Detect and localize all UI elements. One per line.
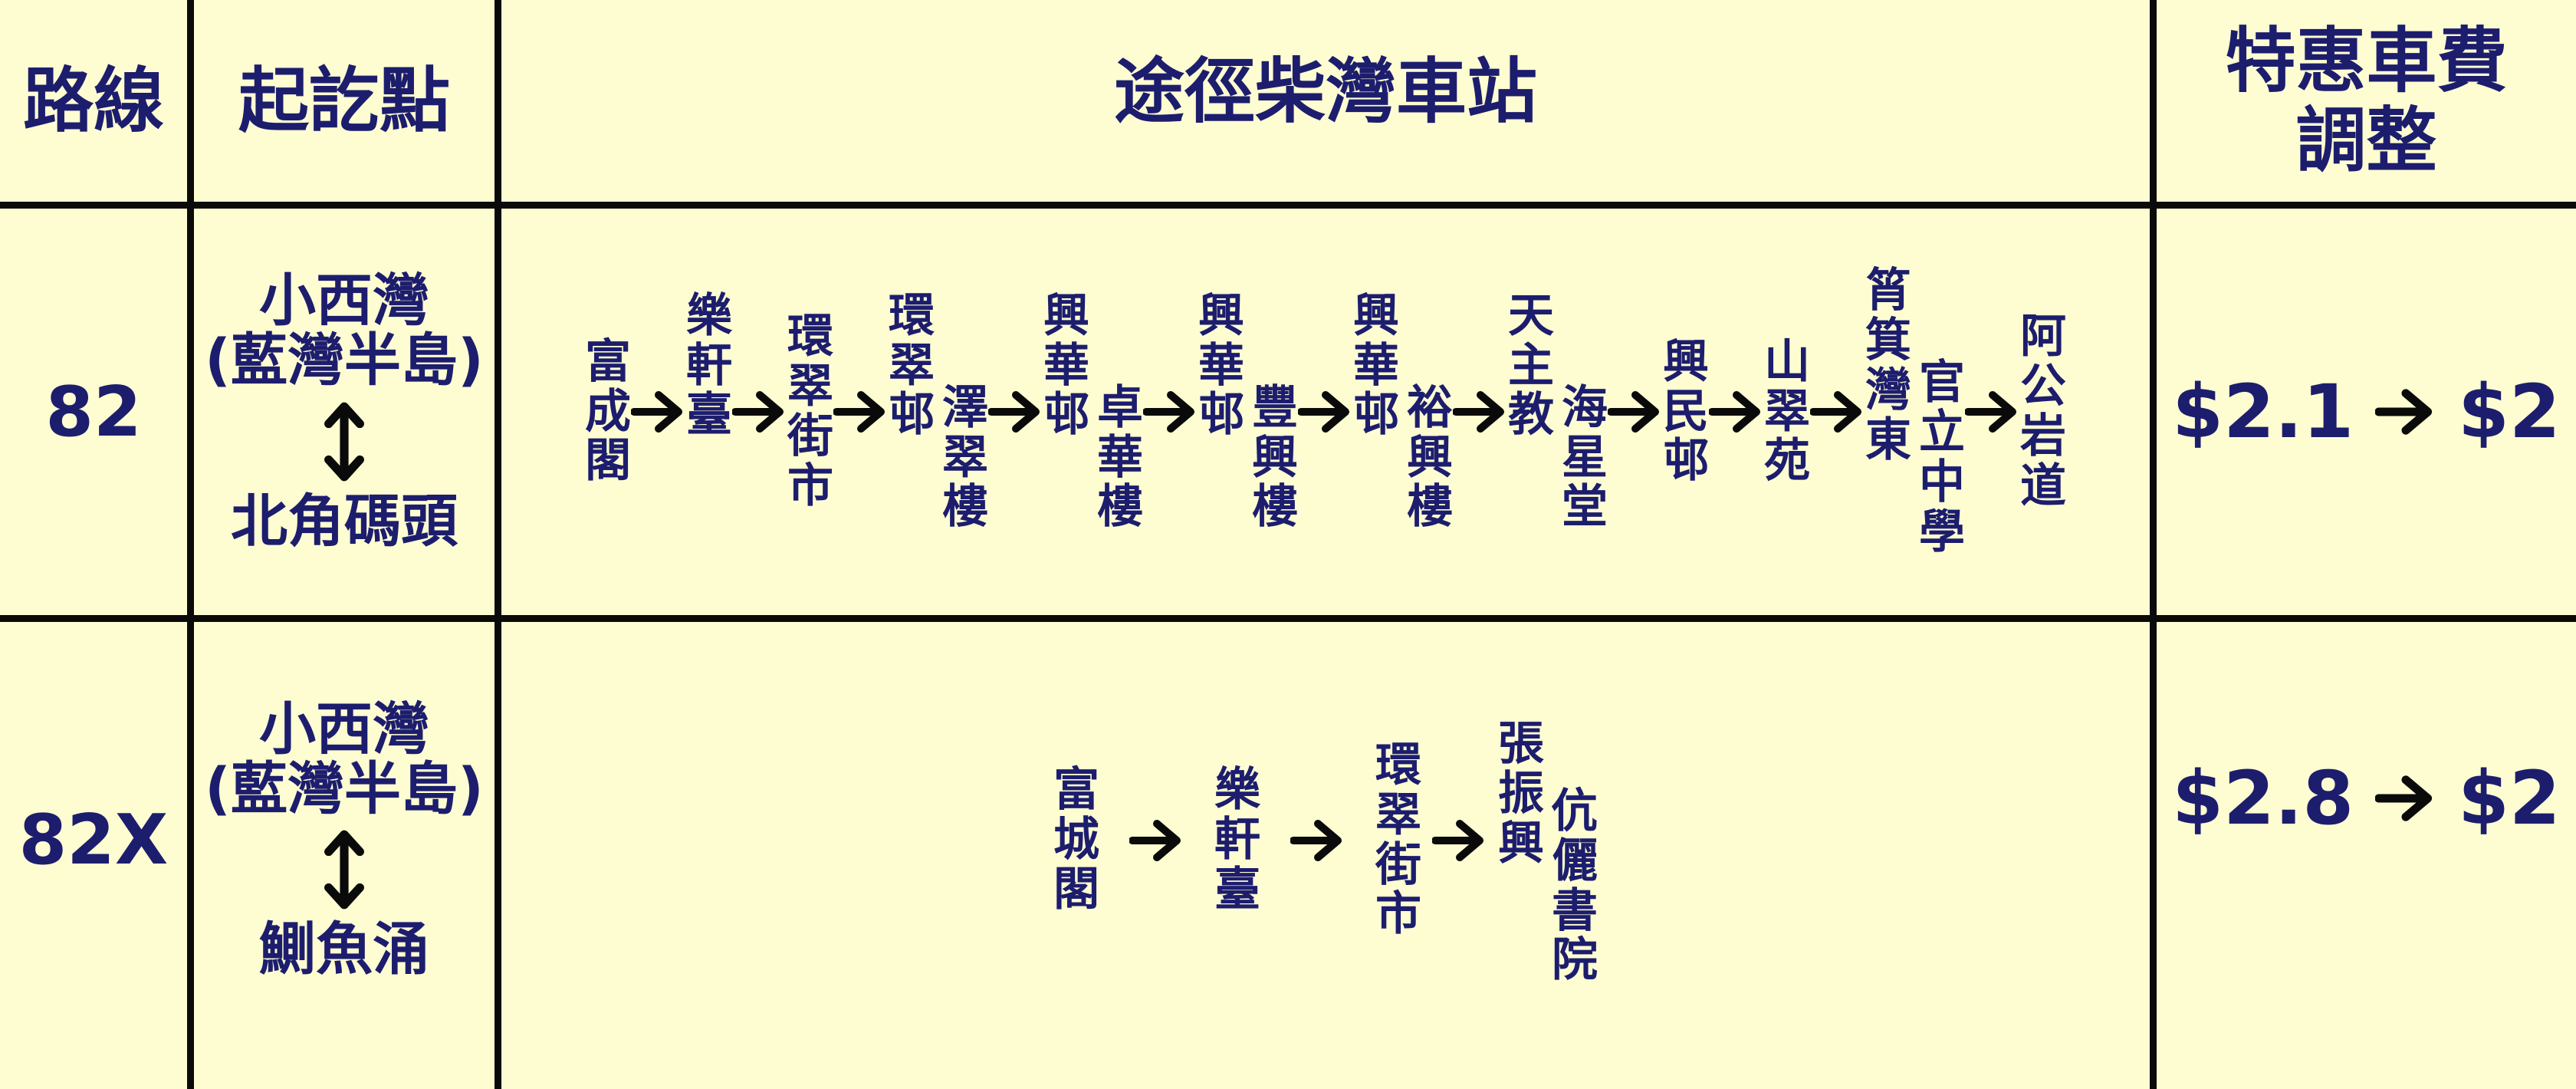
- row-divider: [0, 202, 2576, 209]
- arrow-right-icon: [1298, 389, 1353, 435]
- stop-name: 富成閣: [585, 334, 631, 489]
- arrow-right-icon: [732, 389, 787, 435]
- column-divider: [2150, 0, 2157, 1089]
- header-fare-line1: 特惠車費: [2225, 20, 2508, 103]
- origin-line1: 小西灣: [259, 268, 429, 334]
- stop-name: 富城閣: [1053, 763, 1099, 916]
- arrow-right-icon: [833, 389, 889, 435]
- arrow-right-icon: [1810, 389, 1865, 435]
- origin-line2: (藍灣半島): [205, 755, 484, 822]
- arrow-right-icon: [988, 389, 1043, 435]
- stop-name: 興民邨: [1663, 334, 1709, 489]
- stop: 山翠苑: [1764, 337, 1810, 486]
- fare-adjustment: $2.1 $2: [2157, 209, 2576, 615]
- fare-adjustment: $2.8 $2: [2157, 622, 2576, 1089]
- stop-name: 澤翠樓: [942, 380, 988, 535]
- stop-name: 樂軒臺: [686, 288, 732, 443]
- stop: 樂軒臺: [1214, 765, 1260, 914]
- header-stops: 途徑柴灣車站: [1113, 51, 1537, 133]
- stop: 富城閣: [1053, 765, 1099, 914]
- arrow-right-icon: [1143, 389, 1198, 435]
- stop-name: 張振興: [1498, 717, 1544, 870]
- stop-pair: 筲箕灣東官立中學: [1865, 266, 1965, 557]
- header-route: 路線: [22, 59, 164, 142]
- column-divider: [495, 0, 501, 1089]
- origin-line2: (藍灣半島): [205, 327, 484, 394]
- fare-from: $2.8: [2172, 755, 2354, 841]
- stop-name: 海星堂: [1562, 380, 1608, 535]
- arrow-right-icon: [2375, 387, 2436, 437]
- arrow-right-icon: [1453, 389, 1508, 435]
- stop-name: 山翠苑: [1764, 334, 1810, 489]
- origin-line1: 小西灣: [259, 696, 429, 762]
- fare-to: $2: [2458, 369, 2561, 455]
- stop-name: 興華邨: [1198, 288, 1244, 443]
- header-fare: 特惠車費 調整: [2157, 0, 2576, 202]
- stop-name: 環翠街市: [787, 310, 833, 513]
- arrow-right-icon: [2375, 773, 2436, 824]
- stops-route-82x: 富城閣 樂軒臺 環翠街市 張振興伉儷書院: [501, 622, 2150, 1089]
- stop-pair: 天主教海星堂: [1508, 291, 1608, 532]
- column-divider: [187, 0, 194, 1089]
- header-origin-destination: 起訖點: [238, 59, 450, 142]
- stop: 富成閣: [585, 337, 631, 486]
- origin-destination: 小西灣 (藍灣半島) 鰂魚涌: [194, 622, 495, 1089]
- destination: 鰂魚涌: [259, 916, 429, 983]
- stop-pair: 環翠邨澤翠樓: [889, 291, 988, 532]
- arrow-right-icon: [1260, 818, 1375, 864]
- stop-name: 興華邨: [1353, 288, 1399, 443]
- stops-route-82: 富成閣 樂軒臺 環翠街市 環翠邨澤翠樓 興華邨卓華樓 興華邨豐興樓 興華邨裕興樓…: [501, 209, 2150, 615]
- stop-name: 阿公岩道: [2020, 310, 2066, 513]
- header-fare-line2: 調整: [2295, 99, 2437, 182]
- arrow-right-icon: [1965, 389, 2020, 435]
- stop-name: 豐興樓: [1252, 380, 1298, 535]
- origin-destination: 小西灣 (藍灣半島) 北角碼頭: [194, 209, 495, 615]
- stop-name: 伉儷書院: [1552, 784, 1598, 988]
- stop-pair: 張振興伉儷書院: [1498, 695, 1598, 985]
- stop-pair: 興華邨豐興樓: [1198, 291, 1298, 532]
- stop-name: 天主教: [1508, 288, 1554, 443]
- stop-name: 環翠街市: [1375, 738, 1421, 942]
- stop-name: 官立中學: [1919, 356, 1965, 559]
- stop-name: 環翠邨: [889, 288, 935, 443]
- stop-name: 裕興樓: [1407, 380, 1453, 535]
- stop: 環翠街市: [1375, 741, 1421, 939]
- arrow-right-icon: [1421, 818, 1498, 864]
- stop: 環翠街市: [787, 312, 833, 511]
- stop-name: 樂軒臺: [1214, 763, 1260, 916]
- stop: 興民邨: [1663, 337, 1709, 486]
- stop: 阿公岩道: [2020, 312, 2066, 511]
- arrow-up-down-icon: [319, 399, 370, 485]
- route-number: 82X: [18, 800, 169, 880]
- arrow-right-icon: [1709, 389, 1764, 435]
- stop-name: 筲箕灣東: [1865, 264, 1911, 467]
- arrow-up-down-icon: [319, 827, 370, 913]
- stop-pair: 興華邨裕興樓: [1353, 291, 1453, 532]
- destination: 北角碼頭: [231, 488, 458, 554]
- stop-name: 卓華樓: [1097, 380, 1143, 535]
- stop: 樂軒臺: [686, 291, 732, 440]
- fare-from: $2.1: [2172, 369, 2354, 455]
- arrow-right-icon: [1608, 389, 1663, 435]
- row-divider: [0, 615, 2576, 622]
- arrow-right-icon: [1099, 818, 1214, 864]
- arrow-right-icon: [631, 389, 686, 435]
- fare-to: $2: [2458, 755, 2561, 841]
- stop-pair: 興華邨卓華樓: [1043, 291, 1143, 532]
- route-number: 82: [45, 371, 142, 452]
- stop-name: 興華邨: [1043, 288, 1089, 443]
